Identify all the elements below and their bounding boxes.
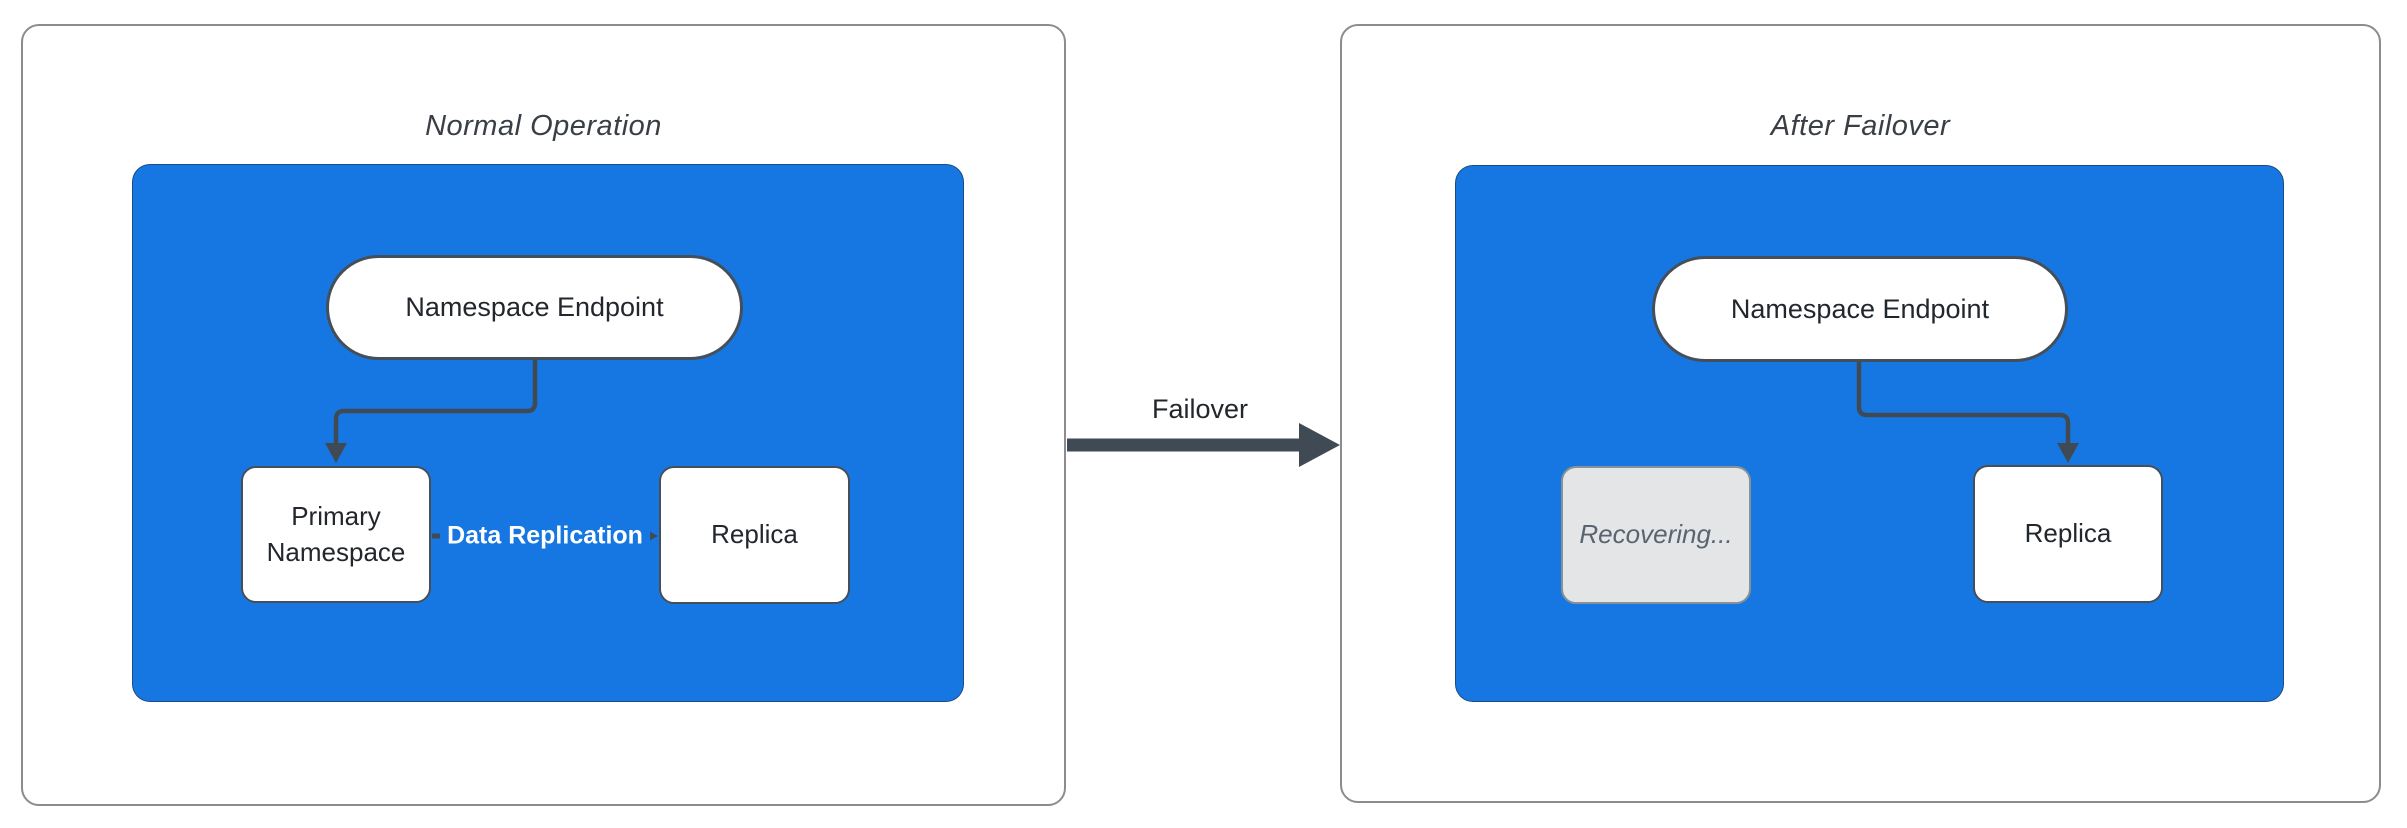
panel-title-after-failover: After Failover (1770, 110, 1951, 142)
edge-label-failover: Failover (1151, 394, 1249, 424)
arrowhead-failover-icon (1299, 423, 1340, 467)
node-recovering: Recovering... (1561, 466, 1751, 604)
cluster-normal-operation (132, 164, 964, 702)
node-label: Recovering... (1579, 519, 1733, 550)
panel-normal-operation: Normal Operation (21, 24, 1066, 806)
node-namespace-endpoint-left: Namespace Endpoint (326, 255, 743, 360)
node-replica-left: Replica (659, 466, 850, 604)
node-label: Replica (711, 519, 798, 550)
node-label: Replica (2024, 518, 2112, 549)
cluster-after-failover (1455, 165, 2284, 702)
edge-label-data-replication: Data Replication (440, 518, 650, 554)
node-label: Namespace Endpoint (405, 292, 664, 322)
panel-after-failover: After Failover (1340, 24, 2381, 803)
node-label: Namespace Endpoint (1730, 293, 1990, 324)
node-primary-namespace: Primary Namespace (241, 466, 431, 603)
node-label: Primary Namespace (266, 501, 406, 567)
node-namespace-endpoint-right: Namespace Endpoint (1652, 256, 2068, 362)
panel-title-normal-operation: Normal Operation (425, 110, 662, 142)
node-replica-right: Replica (1973, 465, 2163, 603)
